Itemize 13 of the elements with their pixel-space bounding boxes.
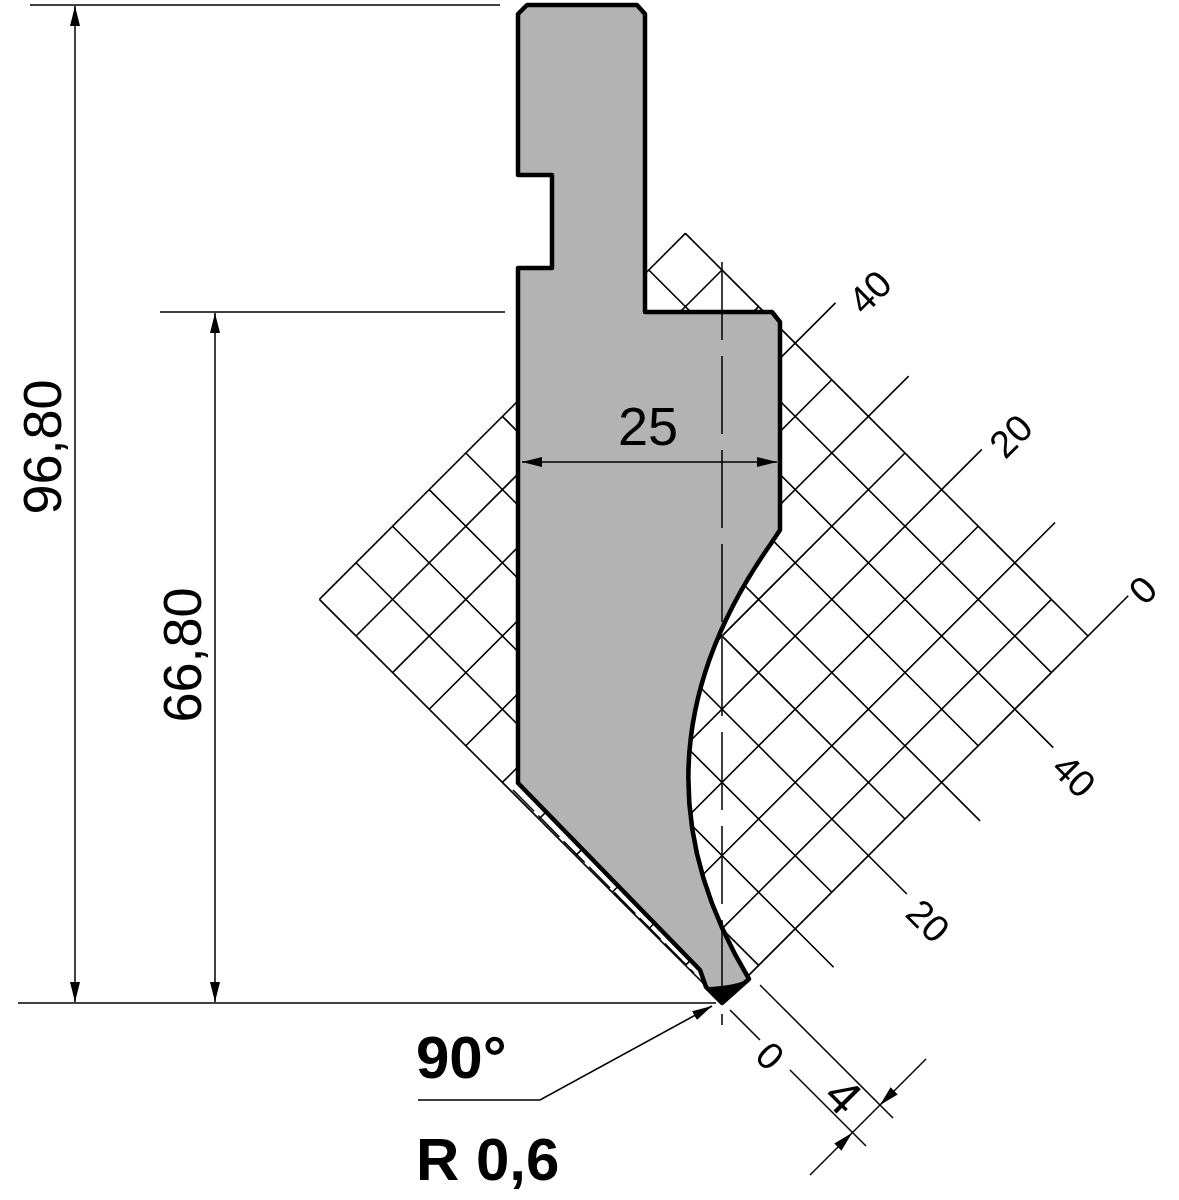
dimension-label: 20: [982, 407, 1040, 465]
dimension-label: 66,80: [155, 587, 209, 723]
dimension-label: 0: [749, 1035, 791, 1077]
dimension-label: 96,80: [15, 379, 69, 515]
dimension-label: 25: [617, 399, 679, 453]
leader-line: [417, 1005, 713, 1101]
dimension-label: 0: [1122, 569, 1164, 611]
dimension-label: 40: [841, 263, 899, 321]
dimension-label: 20: [899, 892, 957, 950]
angle-radius-note: 90°: [416, 1026, 507, 1090]
angle-radius-note: R 0,6: [416, 1128, 560, 1192]
dimension-label: 4: [815, 1068, 871, 1124]
dimension-label: 40: [1045, 747, 1103, 805]
